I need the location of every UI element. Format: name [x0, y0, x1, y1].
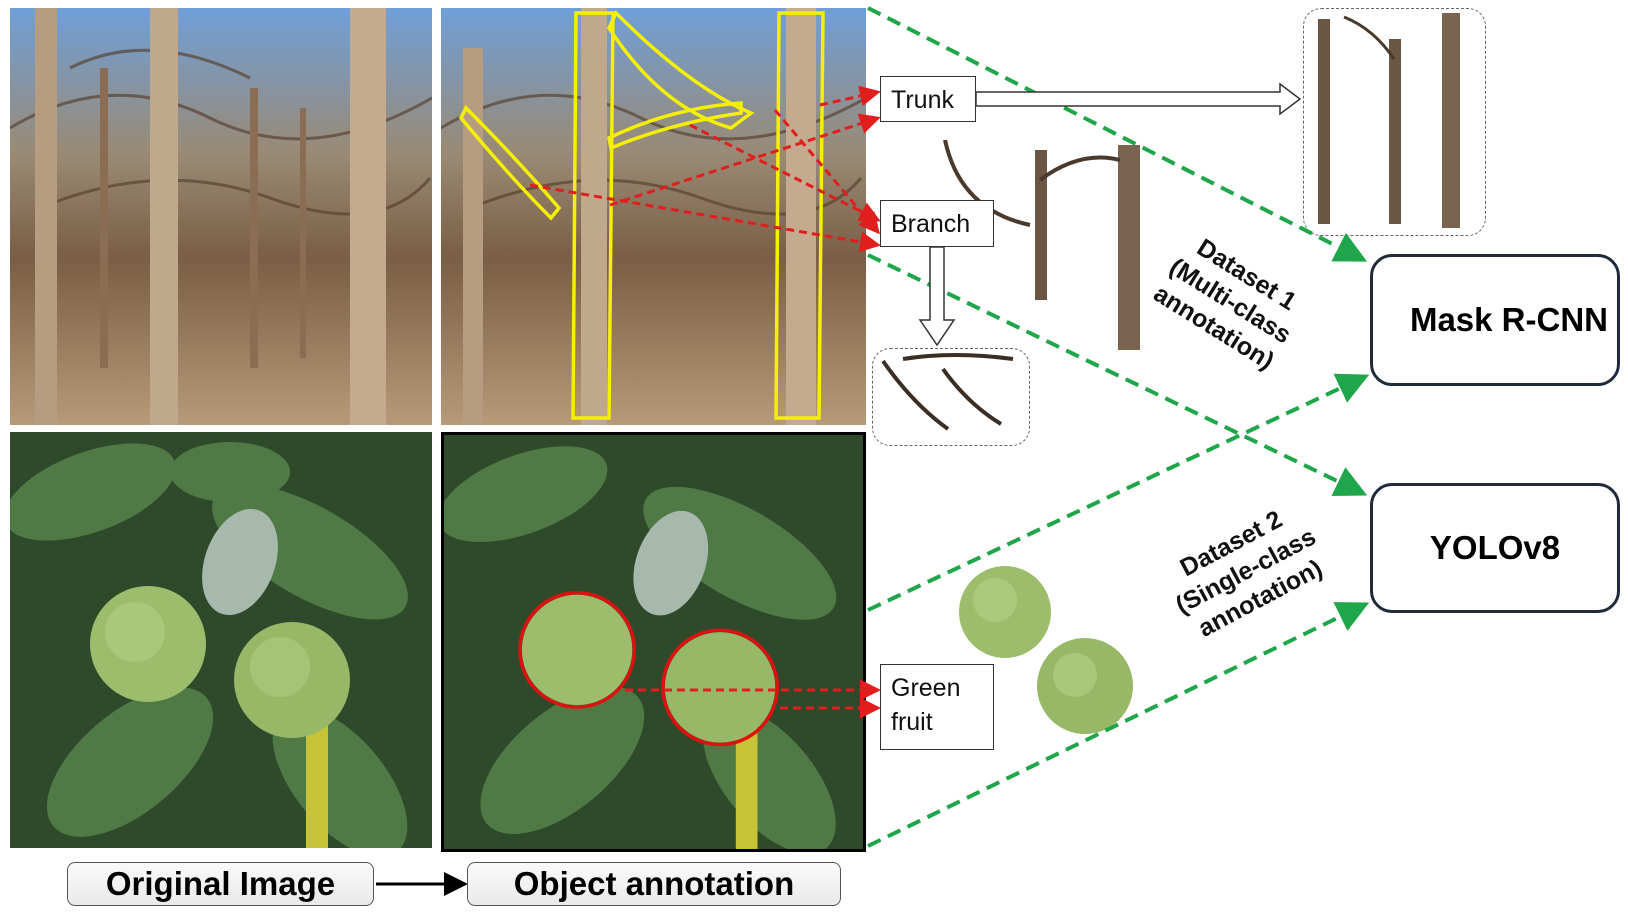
yolov8-text: YOLOv8	[1429, 529, 1561, 566]
green-fruit-label: Green fruit	[880, 664, 994, 750]
dataset2-label: Dataset 2 (Single-class annotation)	[1127, 479, 1365, 664]
mask-rcnn-text: Mask R-CNN	[1409, 301, 1609, 338]
trunk-label: Trunk	[880, 76, 976, 122]
object-annotation-text: Object annotation	[513, 865, 795, 902]
apple-annotated-photo	[441, 432, 866, 852]
object-annotation-caption: Object annotation	[467, 862, 841, 906]
branch-segments-box	[872, 348, 1030, 446]
green-fruit-line1: Green	[891, 674, 961, 702]
branch-label-text: Branch	[891, 210, 971, 238]
yolov8-box: YOLOv8	[1370, 483, 1620, 613]
original-image-text: Original Image	[105, 865, 336, 902]
mask-rcnn-box: Mask R-CNN	[1370, 254, 1620, 386]
trunk-hollow-arrow	[975, 82, 1302, 116]
orchard-annotated-photo	[441, 8, 866, 425]
trunk-segments-box	[1303, 8, 1486, 236]
apple-original-photo	[10, 432, 432, 848]
trunk-label-text: Trunk	[891, 86, 954, 114]
branch-label: Branch	[880, 200, 994, 247]
orchard-original-photo	[10, 8, 432, 425]
original-image-caption: Original Image	[67, 862, 374, 906]
green-fruit-line2: fruit	[891, 708, 933, 736]
